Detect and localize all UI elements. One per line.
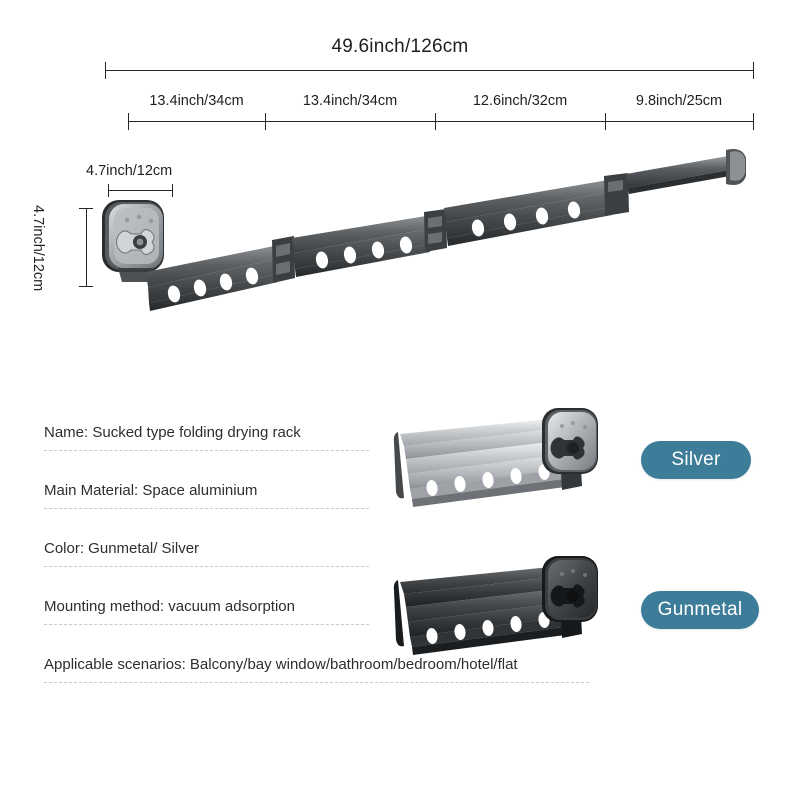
product-image-gunmetal <box>392 552 612 664</box>
bracket-width-tick-left <box>108 184 109 197</box>
suction-mount-bracket-gunmetal <box>542 556 598 622</box>
spec-row: Applicable scenarios: Balcony/bay window… <box>44 656 644 714</box>
bracket-height-tick-bottom <box>79 286 93 287</box>
spec-divider <box>44 566 369 567</box>
variant-badge-label: Silver <box>671 449 721 470</box>
segment-tick-4 <box>753 113 754 130</box>
spec-divider <box>44 508 369 509</box>
spec-row: Mounting method: vacuum adsorption <box>44 598 644 656</box>
spec-divider <box>44 682 589 683</box>
rail-joint-1 <box>272 236 295 283</box>
bracket-width-line <box>108 190 172 191</box>
variant-badge-label: Gunmetal <box>657 599 743 620</box>
spec-divider <box>44 450 369 451</box>
segment-label-2: 13.4inch/34cm <box>302 93 398 109</box>
rail-segment-3 <box>444 180 612 246</box>
segment-label-4: 9.8inch/25cm <box>635 93 723 109</box>
suction-mount-bracket-silver <box>542 408 598 474</box>
specification-list: Name: Sucked type folding drying rack Ma… <box>44 424 644 714</box>
rail-joint-2 <box>424 209 447 252</box>
segment-tick-3 <box>605 113 606 130</box>
variant-badge-gunmetal[interactable]: Gunmetal <box>641 591 759 629</box>
bracket-width-label: 4.7inch/12cm <box>86 163 173 179</box>
rail-segment-1 <box>146 246 278 311</box>
segment-label-3: 12.6inch/32cm <box>472 93 568 109</box>
spec-text: Color: Gunmetal/ Silver <box>44 540 200 557</box>
product-image-silver <box>392 404 612 516</box>
spec-row: Color: Gunmetal/ Silver <box>44 540 644 598</box>
variant-badge-silver[interactable]: Silver <box>641 441 751 479</box>
segment-tick-2 <box>435 113 436 130</box>
rail-segment-4-rod <box>626 149 746 194</box>
spec-row: Main Material: Space aluminium <box>44 482 644 540</box>
segment-tick-1 <box>265 113 266 130</box>
spec-text: Mounting method: vacuum adsorption <box>44 598 295 615</box>
segment-label-1: 13.4inch/34cm <box>149 93 244 109</box>
product-extended-rack-image <box>96 128 768 318</box>
rail-segment-2 <box>292 216 430 277</box>
total-dimension-tick-left <box>105 62 106 79</box>
bracket-height-tick-top <box>79 208 93 209</box>
suction-mount-bracket <box>102 200 164 282</box>
spec-text: Applicable scenarios: Balcony/bay window… <box>44 656 518 673</box>
spec-text: Name: Sucked type folding drying rack <box>44 424 301 441</box>
segment-tick-0 <box>128 113 129 130</box>
bracket-height-label: 4.7inch/12cm <box>30 205 46 292</box>
total-dimension-line <box>105 70 753 71</box>
total-dimension-tick-right <box>753 62 754 79</box>
rail-joint-3 <box>604 173 629 216</box>
bracket-height-line <box>86 208 87 286</box>
spec-divider <box>44 624 369 625</box>
spec-row: Name: Sucked type folding drying rack <box>44 424 644 482</box>
bracket-width-tick-right <box>172 184 173 197</box>
spec-text: Main Material: Space aluminium <box>44 482 258 499</box>
total-length-label: 49.6inch/126cm <box>331 36 469 57</box>
segment-dimension-line <box>128 121 753 122</box>
